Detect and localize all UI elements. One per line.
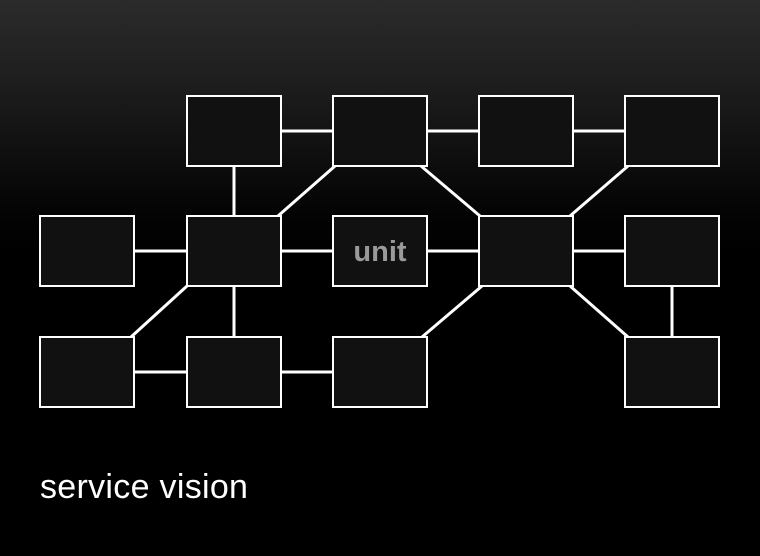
edge-bottom-3-to-mid-right-hub [421, 284, 483, 339]
node-mid-hub [186, 215, 282, 287]
node-box [186, 95, 282, 167]
node-bottom-1 [39, 336, 135, 408]
node-box [39, 336, 135, 408]
edge-mid-hub-to-bottom-1 [129, 284, 189, 339]
nodes: unit [39, 95, 720, 408]
edge-mid-right-hub-to-bottom-4 [569, 284, 629, 339]
connections [129, 129, 674, 374]
node-bottom-3 [332, 336, 428, 408]
node-box [186, 336, 282, 408]
node-mid-far-right [624, 215, 720, 287]
node-box [332, 215, 428, 287]
edge-top-2-to-mid-right-hub [420, 164, 481, 218]
node-box [624, 336, 720, 408]
node-label: unit [353, 236, 406, 268]
node-box [186, 215, 282, 287]
edge-top-2-to-mid-hub [277, 164, 336, 218]
edge-top-4-to-mid-right-hub [569, 164, 629, 218]
node-box [624, 215, 720, 287]
node-box [624, 95, 720, 167]
node-box [332, 336, 428, 408]
node-top-4 [624, 95, 720, 167]
node-box [39, 215, 135, 287]
node-box [478, 215, 574, 287]
node-mid-right-hub [478, 215, 574, 287]
node-mid-left [39, 215, 135, 287]
node-bottom-2 [186, 336, 282, 408]
node-bottom-4 [624, 336, 720, 408]
node-top-1 [186, 95, 282, 167]
node-box [332, 95, 428, 167]
node-unit: unit [332, 215, 428, 287]
slide-caption: service vision [40, 468, 249, 506]
node-box [478, 95, 574, 167]
node-top-2 [332, 95, 428, 167]
node-top-3 [478, 95, 574, 167]
